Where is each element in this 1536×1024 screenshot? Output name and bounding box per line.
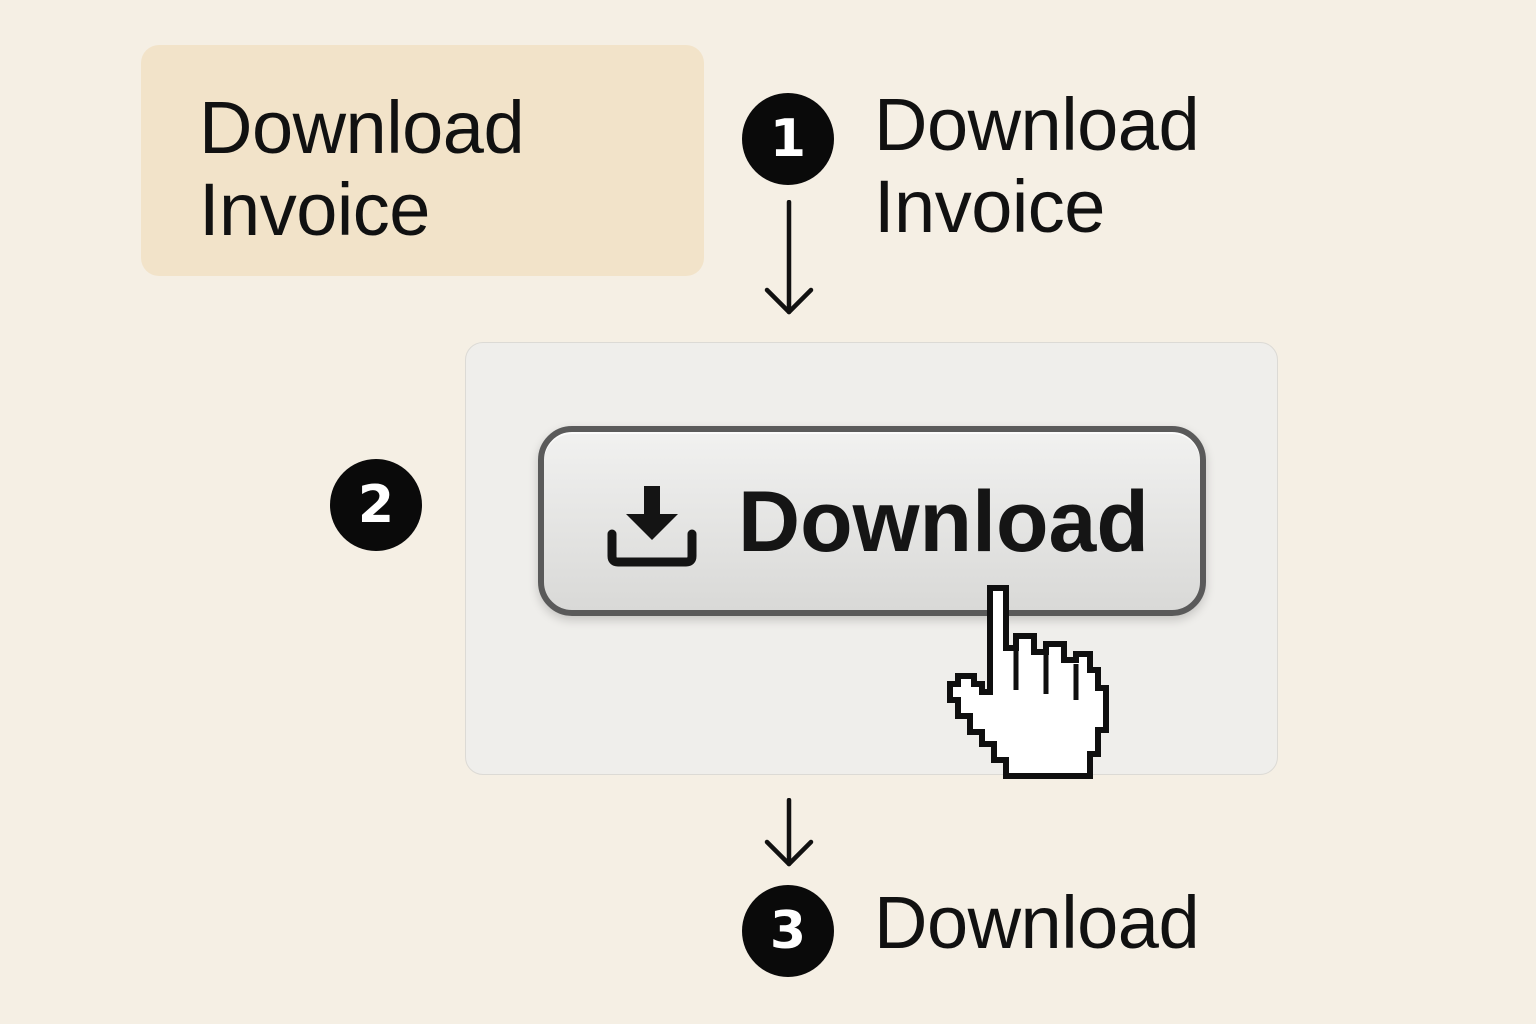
step-3-text: Download [874, 881, 1200, 964]
hand-pointer-cursor-icon [947, 585, 1109, 779]
step-3-badge: 3 [742, 885, 834, 977]
step-3-text-line-1: Download [874, 881, 1200, 964]
step-1-text: Download Invoice [874, 83, 1200, 248]
step-1-text-line-2: Invoice [874, 165, 1105, 248]
arrow-down-icon [764, 798, 814, 867]
arrow-down-icon [764, 200, 814, 315]
download-icon [607, 486, 697, 567]
card-title-line-2: Invoice [199, 168, 430, 251]
card-title-line-1: Download [199, 86, 525, 169]
invoice-label-card: Download Invoice [141, 45, 704, 276]
download-button-label: Download [738, 474, 1149, 570]
step-2-badge: 2 [330, 459, 422, 551]
step-1-text-line-1: Download [874, 83, 1200, 166]
step-1-badge: 1 [742, 93, 834, 185]
